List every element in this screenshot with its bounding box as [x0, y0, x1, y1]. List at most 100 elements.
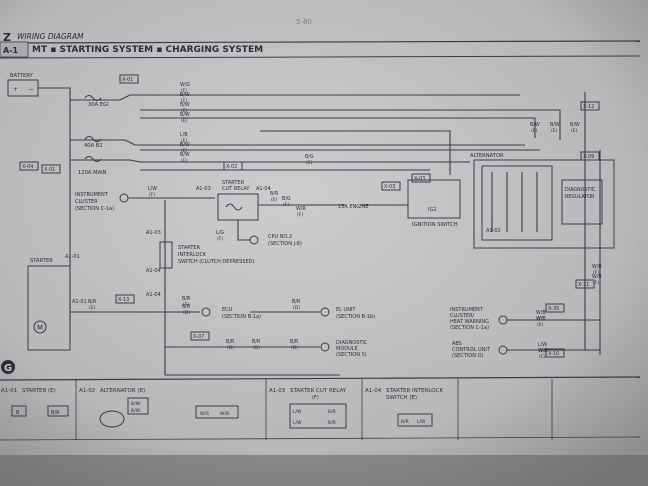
wire-circuit-label: (F)	[149, 192, 155, 198]
strip-a1-04-code: A1-04	[365, 388, 382, 394]
connector-label: X-02	[226, 164, 237, 170]
connector-label: X-01	[44, 167, 55, 173]
fuse-b2-icon	[84, 135, 102, 143]
connector-box	[19, 161, 39, 171]
connector-label: X-10	[548, 351, 559, 357]
wire-color-label: B/R	[252, 339, 261, 345]
wire-circuit-label: (E)	[181, 138, 188, 144]
strip-a1-02-terminal-icon	[99, 410, 125, 428]
starter-box	[27, 265, 71, 351]
connector-label: X-07	[193, 334, 204, 340]
strip-a1-01-pin-box-2	[47, 405, 69, 417]
wire-color-label: B/R	[290, 339, 299, 345]
page-ref: 5-80	[296, 18, 312, 26]
battery-plus-icon: +	[13, 86, 18, 93]
connector-label: A1-01	[65, 254, 80, 260]
strip-a1-04-pin-box	[397, 413, 433, 427]
strip-a1-03-pin-2: L/W	[293, 420, 302, 426]
connector-box	[115, 294, 135, 304]
wire-color-label: L/G	[216, 230, 224, 236]
strip-a1-01-name: STARTER (E)	[22, 388, 56, 394]
alternator-label: ALTERNATOR	[470, 153, 504, 159]
connector-label: A1-04	[146, 268, 161, 274]
wire-circuit-label: (E)	[531, 128, 538, 134]
el-unit-label-2: (SECTION B-1b)	[336, 314, 375, 320]
section-code-box	[0, 41, 29, 58]
wire-color-label: W/B	[592, 264, 602, 270]
connector-label: X-04	[22, 164, 33, 170]
wire-circuit-label: (F)	[183, 302, 189, 308]
interlock-label-1: STARTER	[178, 245, 201, 251]
fuse-b2-label: 40A B2	[84, 143, 103, 149]
wire-color-label: B/R	[292, 299, 301, 305]
wire-color-label: B/R	[182, 304, 191, 310]
engine-fuse-label: 15A ENGINE	[338, 204, 369, 210]
wire-color-label: B/W	[180, 102, 190, 108]
strip-a1-02-pin-box-2	[195, 405, 239, 419]
wire-circuit-label: (F)	[217, 236, 223, 242]
cpu-label-2: (SECTION J-8)	[268, 241, 302, 247]
strip-a1-03-name: STARTER CUT RELAY	[290, 388, 347, 394]
motor-icon	[33, 320, 47, 334]
connector-label: X-03	[414, 176, 425, 182]
heat-warning-label-1: INSTRUMENT	[450, 307, 484, 313]
strip-a1-02-pin-1: B/W	[131, 408, 141, 414]
wire-color-label: L/B	[180, 132, 188, 138]
interlock-label-3: SWITCH (CLUTCH DEPRESSED)	[178, 259, 254, 265]
section-letter: Z	[3, 31, 11, 44]
wire-circuit-label: (E)	[271, 197, 278, 203]
wire-color-label: B/W	[180, 92, 190, 98]
wire-circuit-label: (F)	[297, 212, 303, 218]
connector-label: A1-01	[72, 299, 87, 305]
wire-circuit-label: (F)	[593, 280, 599, 286]
strip-a1-03-code: A1-03	[269, 388, 286, 394]
wire-color-label: B/G	[305, 154, 314, 160]
strip-a1-04-name: STARTER INTERLOCK	[386, 388, 443, 394]
wire-circuit-label: (E)	[181, 158, 188, 164]
wire-color-label: B/W	[180, 112, 190, 118]
logo-badge	[1, 360, 15, 374]
wire-circuit-label: (E)	[537, 322, 544, 328]
connector-label: A1-03	[146, 230, 161, 236]
logo-letter: G	[4, 363, 12, 374]
wire-color-label: W/G	[180, 82, 190, 88]
wire-color-label: B/G	[282, 196, 291, 202]
connector-label: X-09	[583, 154, 594, 160]
connector-label: A1-02	[486, 228, 501, 234]
connector-label: A1-04	[146, 292, 161, 298]
strip-a1-03-pin-1: B/R	[328, 409, 336, 415]
b2-wire	[70, 139, 525, 146]
connector-box	[119, 74, 139, 84]
connector-label: X-12	[583, 104, 594, 110]
connector-box	[575, 279, 595, 289]
abs-label-1: ABS	[452, 341, 462, 347]
section-code: A-1	[3, 46, 19, 55]
wire-circuit-label: (D)	[253, 345, 260, 351]
heat-warning-label-2: CLUSTER/	[450, 313, 475, 319]
fuse-egi-icon	[84, 94, 102, 102]
strip-rule-bottom	[0, 436, 641, 441]
wire-circuit-label: (F)	[593, 270, 599, 276]
heat-warning-label-3: HEAT WARNING	[450, 319, 489, 325]
lb-wire	[260, 130, 451, 175]
connector-label: X-03	[384, 184, 395, 190]
connector-label: X-13	[118, 297, 129, 303]
strip-a1-02-pin-0: B/W	[131, 401, 141, 407]
relay-coil-icon	[225, 203, 243, 211]
wire-circuit-label: (F)	[181, 98, 187, 104]
connector-label: A1-03	[196, 186, 211, 192]
fuse-egi-label: 30A EGI	[88, 102, 109, 108]
wire-circuit-label: (E)	[89, 305, 96, 311]
connector-box	[545, 348, 565, 358]
wire-labels: W/G(F)B/W(F)B/W(E)B/W(E)L/B(E)B/W(E)B/W(…	[88, 82, 602, 360]
regulator-label-2: REGULATOR	[565, 194, 595, 200]
wire-circuit-label: (D)	[293, 305, 300, 311]
strip-a1-01-code: A1-01	[1, 388, 17, 394]
connector-box	[411, 173, 431, 183]
bottom-shadow	[0, 455, 648, 486]
diag-module-label-1: DIAGNOSTIC	[336, 340, 368, 346]
wire-color-label: W/B	[538, 348, 548, 354]
strip-a1-01-pin-0: B	[16, 410, 20, 416]
